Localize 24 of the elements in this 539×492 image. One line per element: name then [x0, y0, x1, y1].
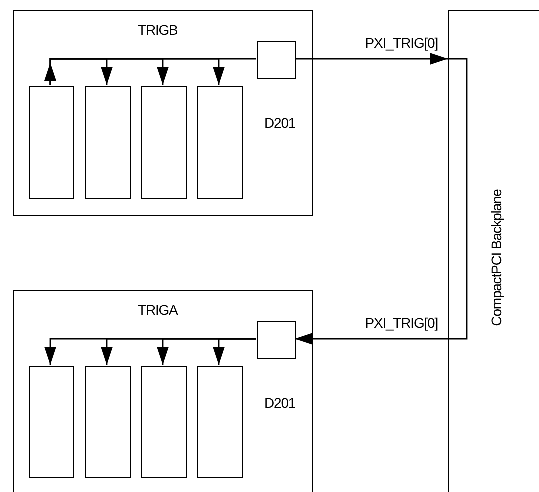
signal-name: PXI_TRIG[0] — [365, 35, 438, 51]
signal-arrow — [295, 53, 448, 65]
driver-block — [257, 41, 296, 79]
module-box — [197, 86, 243, 199]
backplane-name: CompactPCI Backplane — [488, 190, 504, 326]
driver-block — [257, 321, 296, 359]
signal-arrow — [213, 338, 256, 365]
backplane-panel — [448, 10, 539, 492]
module-box — [141, 86, 187, 199]
signal-arrow — [295, 333, 448, 345]
module-box — [85, 366, 131, 478]
module-box — [141, 366, 187, 478]
bus-name: TRIGA — [138, 302, 178, 318]
board-designator: D201 — [264, 115, 296, 131]
signal-name: PXI_TRIG[0] — [365, 315, 438, 331]
signal-arrow — [44, 58, 113, 85]
circuit-board — [13, 290, 313, 492]
bus-name: TRIGB — [138, 22, 178, 38]
board-designator: D201 — [264, 395, 296, 411]
circuit-board — [13, 10, 313, 216]
module-box — [85, 86, 131, 199]
module-box — [29, 366, 74, 478]
module-box — [197, 366, 243, 478]
module-box — [29, 86, 74, 199]
